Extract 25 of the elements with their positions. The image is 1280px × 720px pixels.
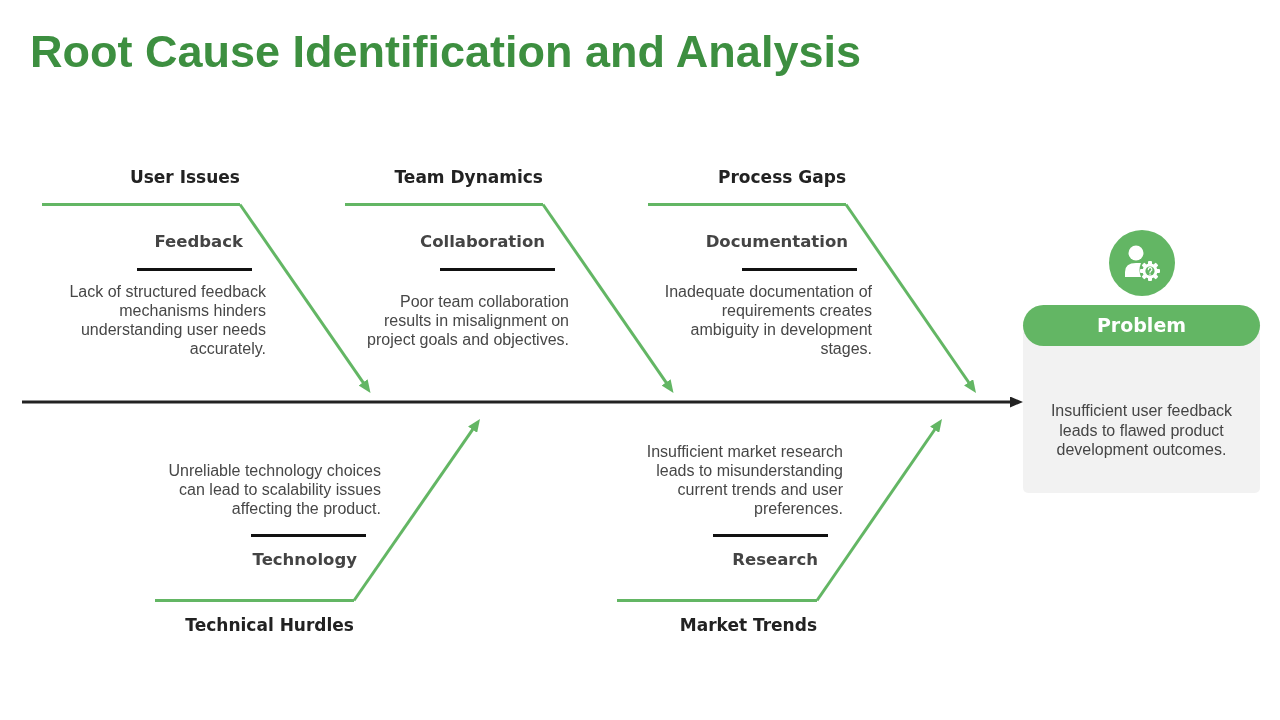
category-heading: User Issues bbox=[42, 160, 240, 206]
cause-description: Unreliable technology choices can lead to scalability issues affecting the product. bbox=[167, 461, 381, 518]
bone-arrow bbox=[352, 419, 480, 602]
cause-description: Poor team collaboration results in misalignment on project goals and objectives. bbox=[366, 292, 569, 349]
subcategory-heading: Feedback bbox=[154, 231, 243, 253]
bone-arrow bbox=[815, 419, 942, 602]
spine-arrow bbox=[22, 396, 1023, 408]
subcategory-heading: Technology bbox=[252, 549, 357, 571]
category-heading: Process Gaps bbox=[648, 160, 846, 206]
category-heading: Team Dynamics bbox=[345, 160, 543, 206]
subcategory-heading: Documentation bbox=[705, 231, 848, 253]
problem-card bbox=[1023, 305, 1260, 493]
problem-description: Insufficient user feedback leads to flawed product development outcomes. bbox=[1049, 401, 1234, 460]
title: Root Cause Identification and Analysis bbox=[30, 29, 861, 75]
cause-description: Inadequate documentation of requirements creates ambiguity in development stages. bbox=[663, 282, 872, 358]
category-heading: Market Trends bbox=[617, 599, 817, 643]
bone-arrow bbox=[238, 203, 371, 393]
cause-description: Insufficient market research leads to misunderstanding current trends and user preferences. bbox=[645, 442, 843, 518]
cause-description: Lack of structured feedback mechanisms hinders understanding user needs accurately. bbox=[68, 282, 266, 358]
subcategory-heading: Collaboration bbox=[420, 231, 545, 253]
card-header: Problem bbox=[1023, 305, 1260, 346]
subcategory-heading: Research bbox=[732, 549, 818, 571]
bone-arrow bbox=[844, 203, 976, 393]
category-heading: Technical Hurdles bbox=[155, 599, 354, 643]
bone-arrow bbox=[541, 203, 674, 393]
